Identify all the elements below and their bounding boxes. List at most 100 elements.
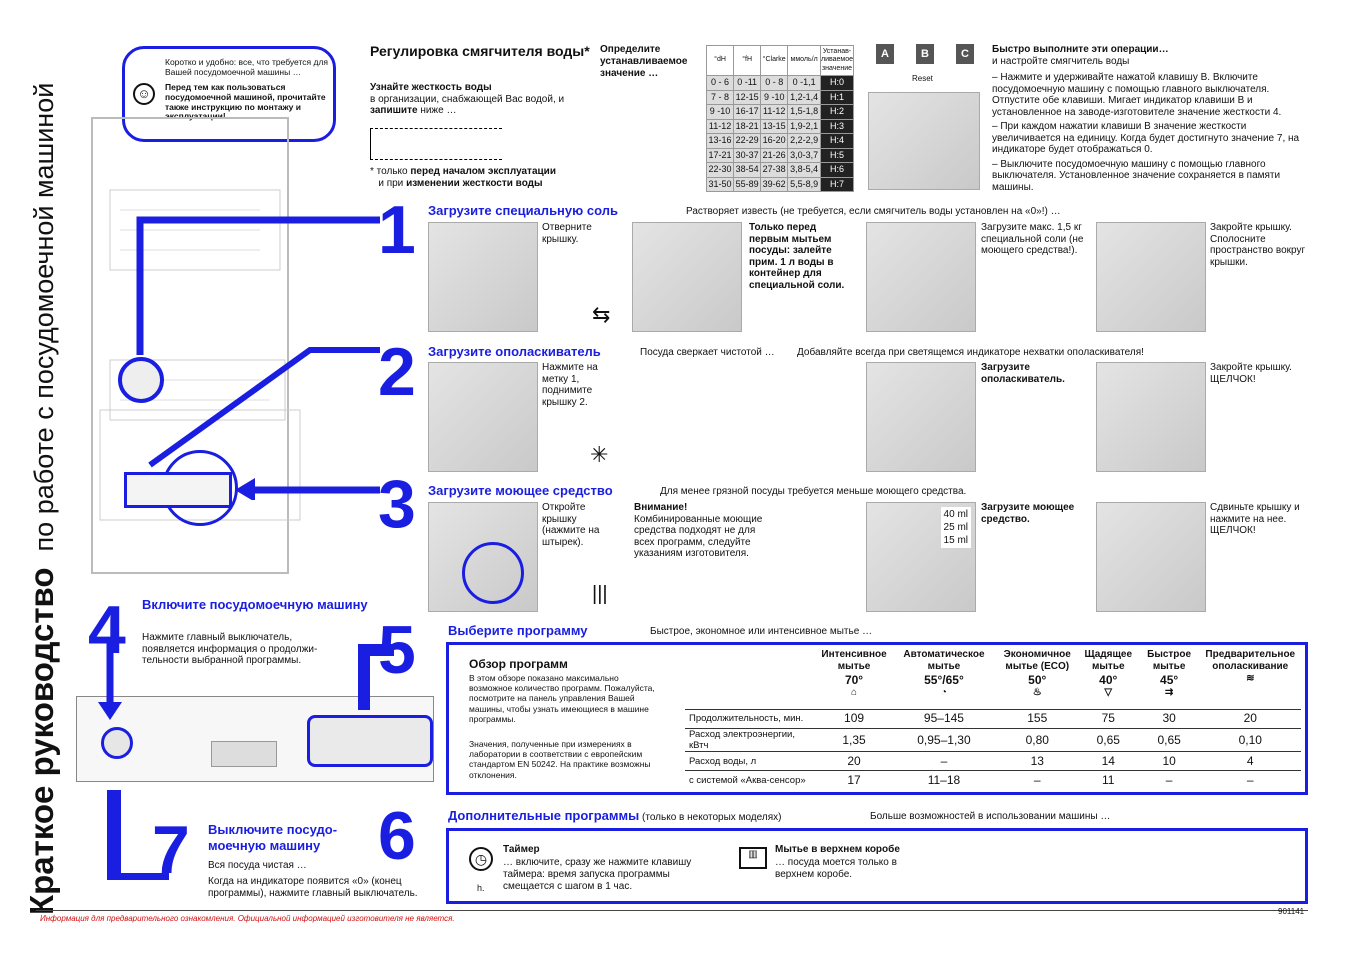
intro-text: Коротко и удобно: все, что требуется для… [165,57,329,77]
intro-bubble: Коротко и удобно: все, что требуется для… [122,46,336,142]
overview-text-1: В этом обзоре показано максимально возмо… [469,673,655,724]
step7-title: Выключите посудо-моечную машину [208,822,338,853]
step1-number: 1 [378,192,416,268]
step1-photo-4 [1096,222,1206,332]
program-prerinse[interactable]: Предварительное ополаскивание [1205,649,1296,672]
step3-photo-3 [1096,502,1206,612]
display-window [211,741,277,767]
step2-number: 2 [378,334,416,410]
upper-basket-icon: ▥ [739,847,767,869]
step4-title: Включите посудомоечную машину [142,597,368,612]
step5-number: 5 [378,612,416,688]
program-auto[interactable]: Автоматическое мытье [903,649,985,672]
softener-title: Регулировка смягчителя воды* [370,43,590,59]
timer-unit: h. [477,883,485,893]
step2-caption-4: Закройте крышку. ЩЕЛЧОК! [1210,362,1292,385]
step7-text-1: Вся посуда чистая … [208,860,307,871]
timer-text: … включите, сразу же нажмите клавишу тай… [503,857,692,892]
spray-icon: ||| [592,583,608,605]
step6-note: Больше возможностей в использовании маши… [870,811,1111,822]
step3-caption-2: Внимание! Комбинированные моющие средств… [634,502,763,559]
page-title: Краткое руководство по работе с посудомо… [22,83,62,915]
doc-code: 901141 [1278,907,1305,916]
intro-bold: Перед тем как пользоваться посудомоечной… [165,82,326,122]
auto-icon: ◔ [940,687,947,699]
step2-title: Загрузите ополаскиватель [428,344,601,359]
indicator-light-icon: ✳ [590,442,609,467]
panel-arrows [98,640,394,880]
quick-icon: ⇉ [1164,687,1174,699]
title-sub: по работе с посудомоечной машиной [29,82,59,552]
upper-text: … посуда моется только в верхнем коробе. [775,857,897,880]
program-buttons[interactable] [307,715,433,767]
control-panel-image: A B C Reset [868,40,980,190]
steps-sub: и настройте смягчитель воды [992,56,1130,67]
steps-list: – Нажмите и удерживайте нажатой клавишу … [992,72,1300,193]
step7-number: 7 [152,812,190,888]
power-button[interactable] [101,727,133,759]
step2-note-1: Посуда сверкает чистотой … [640,347,775,358]
step5-note: Быстрое, экономное или интенсивное мытье… [650,626,873,637]
program-overview: Обзор программ В этом обзоре показано ма… [446,642,1308,795]
step1-photo-2 [632,222,742,332]
step3-note: Для менее грязной посуды требуется меньш… [660,486,967,497]
panel-photo [868,92,980,190]
machine-panel [76,696,434,782]
step2-photo-2 [866,362,976,472]
timer-title: Таймер [503,844,540,855]
overview-text-2: Значения, полученные при измерениях в ла… [469,739,651,780]
upper-title: Мытье в верхнем коробе [775,844,900,855]
step3-caption-3: Загрузите моющее средство. [981,502,1075,525]
key-c[interactable]: C [956,44,974,64]
hardness-write-field[interactable] [370,128,502,160]
step2-caption-3: Загрузите ополаскиватель. [981,362,1065,385]
key-b[interactable]: B [916,44,934,64]
disclaimer: Информация для предварительного ознакомл… [40,914,455,923]
step1-photo-3 [866,222,976,332]
dispenser-bar [124,472,232,508]
determine-label: Определите устанавливаемое значение … [600,44,688,79]
step3-number: 3 [378,466,416,542]
step3-title: Загрузите моющее средство [428,483,613,498]
step2-photo-3 [1096,362,1206,472]
softener-text: Узнайте жесткость воды в организации, сн… [370,82,565,116]
title-main: Краткое руководство [23,567,60,916]
step1-caption-3: Загрузите макс. 1,5 кг специальной соли … [981,222,1084,256]
step1-photo-1 [428,222,538,332]
key-a[interactable]: A [876,44,894,64]
overview-title: Обзор программ [469,657,568,671]
program-eco[interactable]: Экономичное мытье (ECO) [1003,649,1071,672]
steps-title: Быстро выполните эти операции… [992,44,1169,55]
reset-label: Reset [912,74,933,83]
step1-note: Растворяет известь (не требуется, если с… [686,206,1061,217]
rinse-icon: ≋ [1246,673,1255,684]
glass-icon: ▽ [1104,687,1113,699]
step1-caption-2: Только перед первым мытьем посуды: залей… [749,222,845,291]
clock-icon: ◷ [469,847,493,871]
pot-icon: ⌂ [851,687,858,699]
program-gentle[interactable]: Щадящее мытье [1084,649,1133,672]
step2-photo-1 [428,362,538,472]
step6-number: 6 [378,798,416,874]
step5-title: Выберите программу [448,623,588,638]
program-quick[interactable]: Быстрое мытье [1147,649,1192,672]
program-intensive[interactable]: Интенсивное мытье [821,649,887,672]
eco-icon: ♨ [1032,687,1042,699]
step3-caption-1: Откройте крышку (нажмите на штырек). [542,502,600,548]
step3-photo-2: 40 ml 25 ml 15 ml [866,502,976,612]
step1-title: Загрузите специальную соль [428,203,618,218]
hardness-table: °dH °fH °Clarke ммоль/л Устанав-ливаемое… [705,45,855,192]
step3-caption-4: Сдвиньте крышку и нажмите на нее. ЩЕЛЧОК… [1210,502,1300,536]
step1-caption-1: Отверните крышку. [542,222,592,245]
